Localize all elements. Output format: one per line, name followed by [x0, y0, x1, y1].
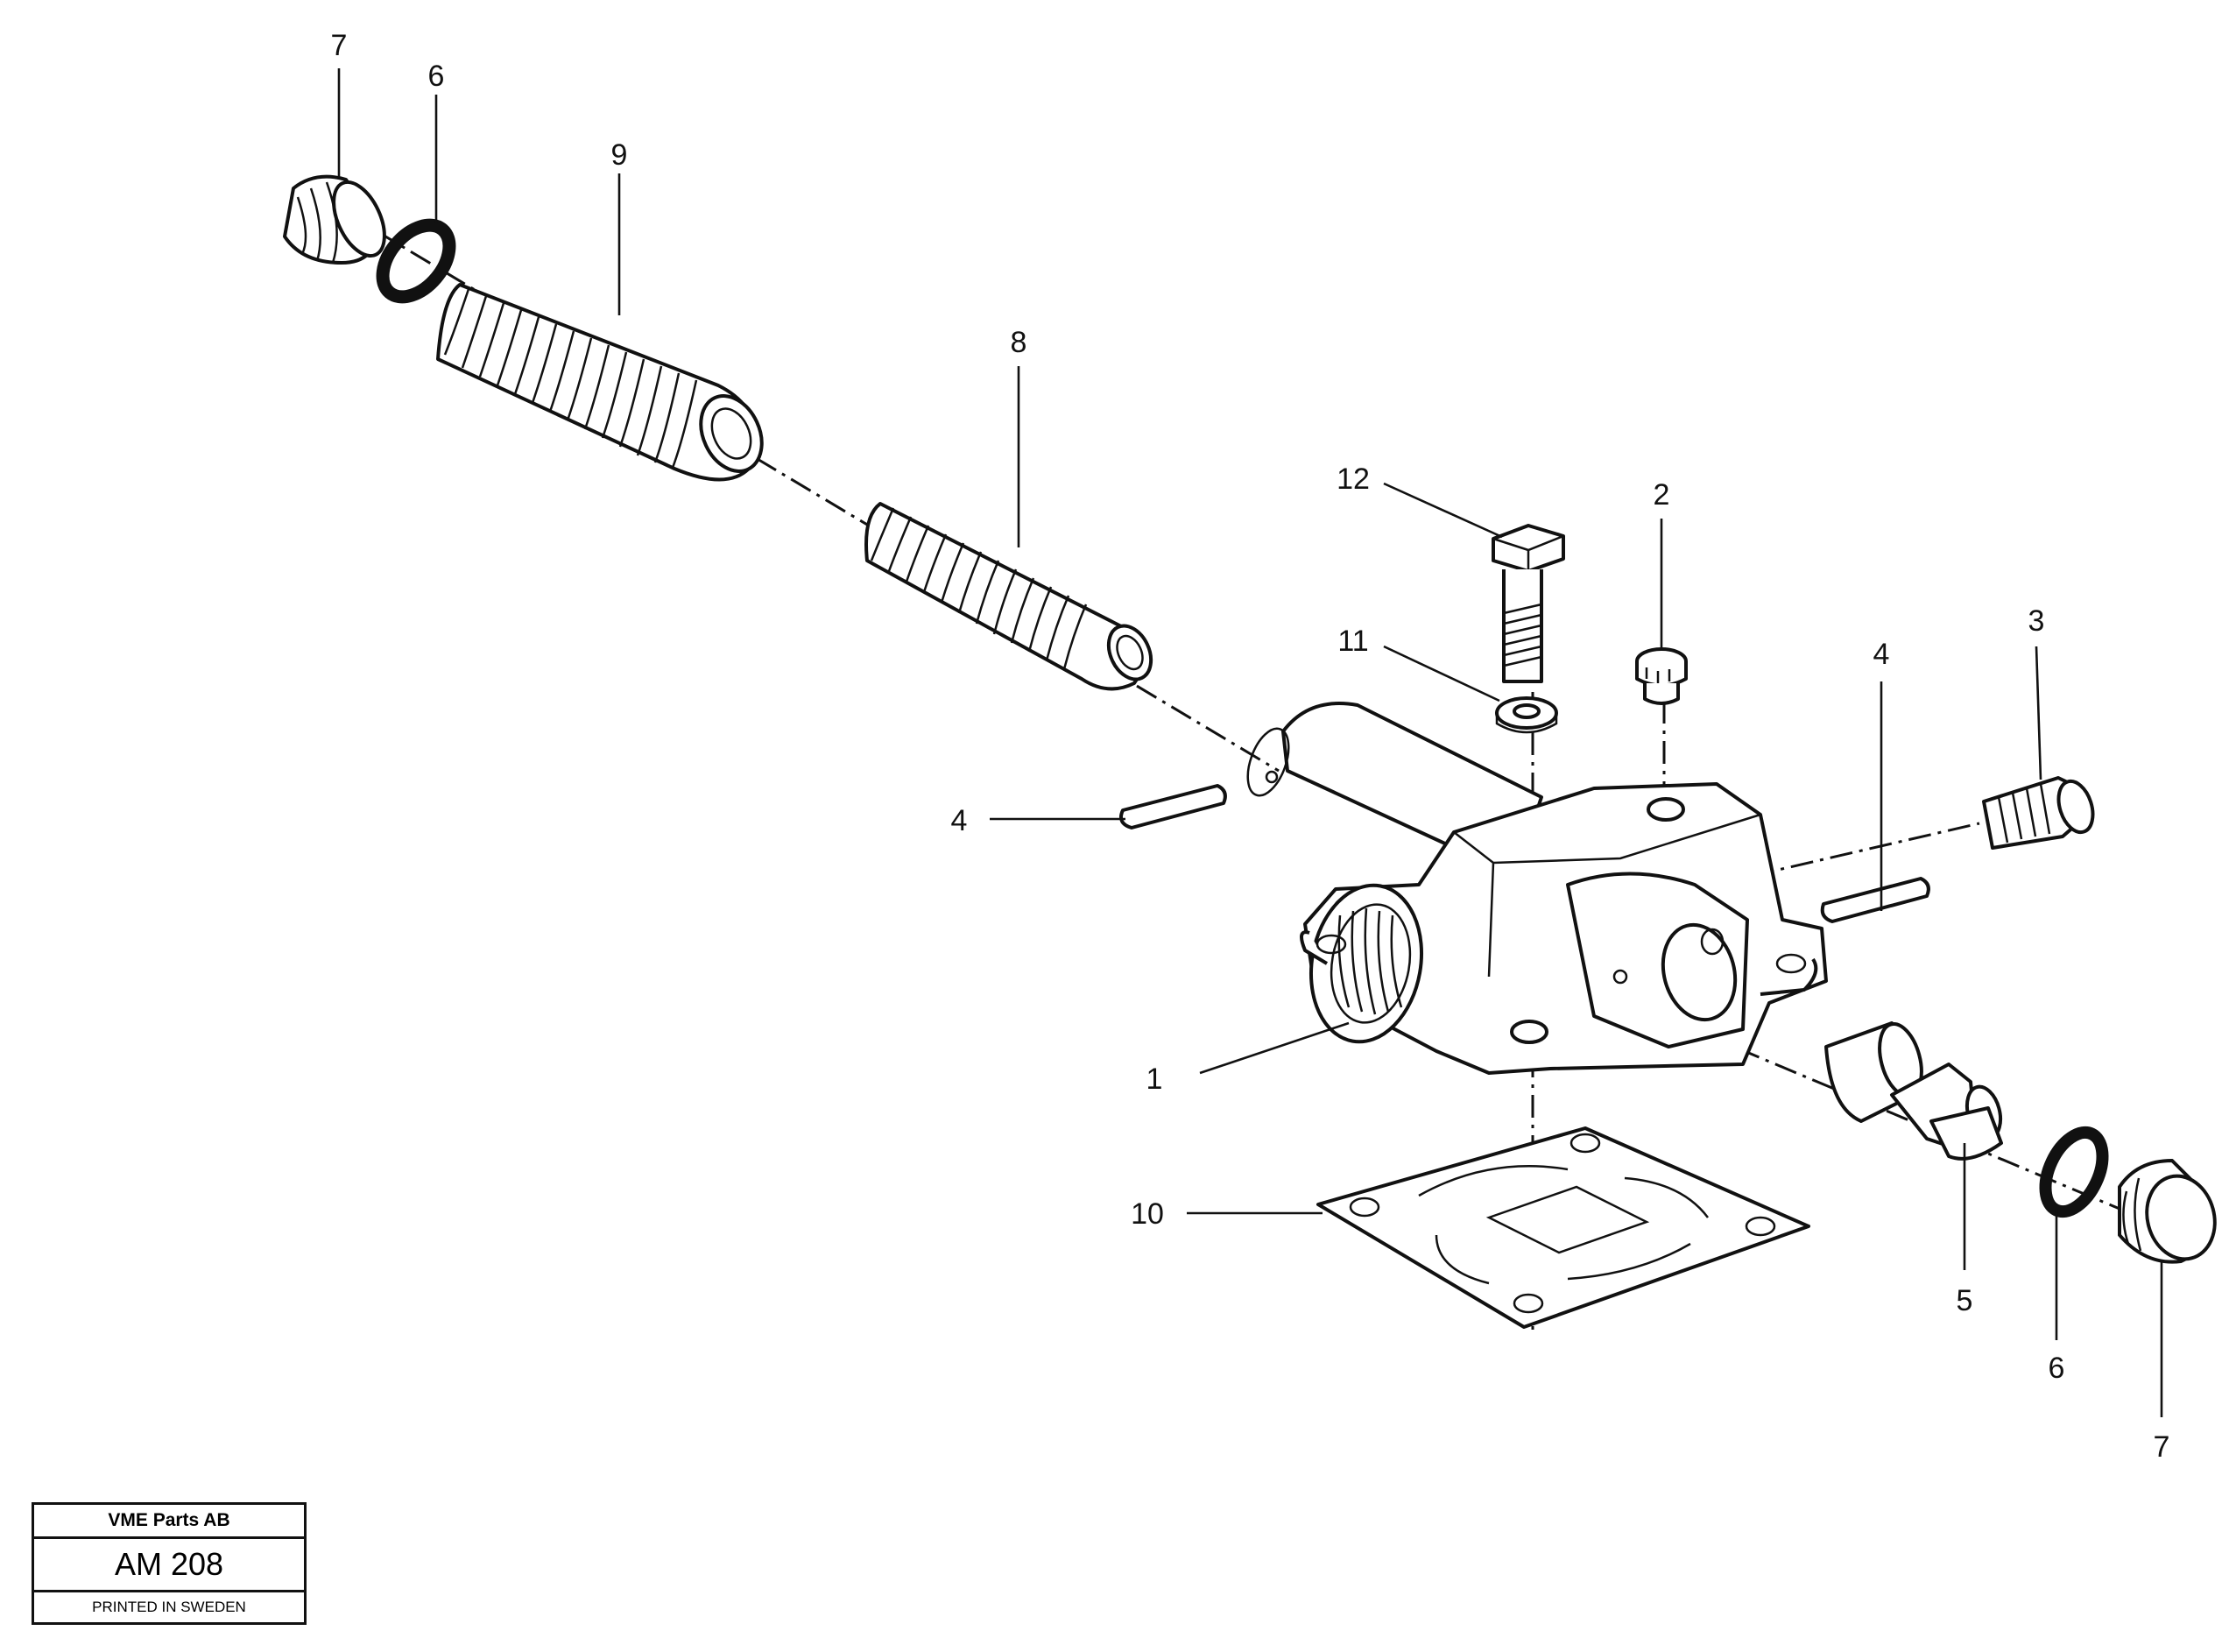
bolt-part [1492, 524, 1565, 683]
callout-5: 5 [1957, 1284, 1973, 1317]
callout-12: 12 [1337, 462, 1370, 496]
plug-top-part [283, 174, 386, 265]
printed-note: PRINTED IN SWEDEN [92, 1599, 246, 1615]
company-name: VME Parts AB [34, 1505, 304, 1539]
o-ring-top-part [376, 218, 456, 304]
callout-3: 3 [2028, 604, 2045, 638]
callout-7-top: 7 [331, 29, 348, 62]
leader-lines [337, 68, 2163, 1417]
pin-right-part [1820, 877, 1930, 923]
o-ring-bottom-part [2039, 1126, 2109, 1218]
valve-housing-part [1246, 702, 1828, 1075]
callout-9: 9 [611, 138, 628, 172]
washer-part [1495, 696, 1558, 734]
callouts: 7 6 9 8 12 2 11 4 3 4 1 10 5 6 7 [331, 29, 2170, 1464]
title-block: VME Parts AB AM 208 PRINTED IN SWEDEN [32, 1502, 307, 1625]
small-plug-part [1635, 647, 1688, 705]
callout-4-right: 4 [1873, 638, 1890, 671]
callout-6-bottom: 6 [2049, 1352, 2065, 1385]
valve-piston-part [1824, 1021, 2003, 1161]
callout-2: 2 [1654, 478, 1670, 512]
drawing-code: AM 208 [34, 1539, 304, 1592]
large-spring-part [436, 283, 764, 482]
callout-4-left: 4 [951, 804, 968, 837]
callout-7-bottom: 7 [2154, 1430, 2170, 1464]
callout-11: 11 [1337, 625, 1368, 658]
plug-bottom-part [2118, 1159, 2217, 1264]
pin-left-part [1119, 784, 1227, 830]
callout-6-top: 6 [428, 60, 445, 93]
callout-10: 10 [1131, 1197, 1164, 1231]
callout-8: 8 [1011, 326, 1027, 359]
gasket-part [1316, 1126, 1810, 1329]
small-spring-part [864, 502, 1153, 691]
fitting-part [1982, 776, 2095, 850]
callout-1: 1 [1146, 1063, 1163, 1096]
